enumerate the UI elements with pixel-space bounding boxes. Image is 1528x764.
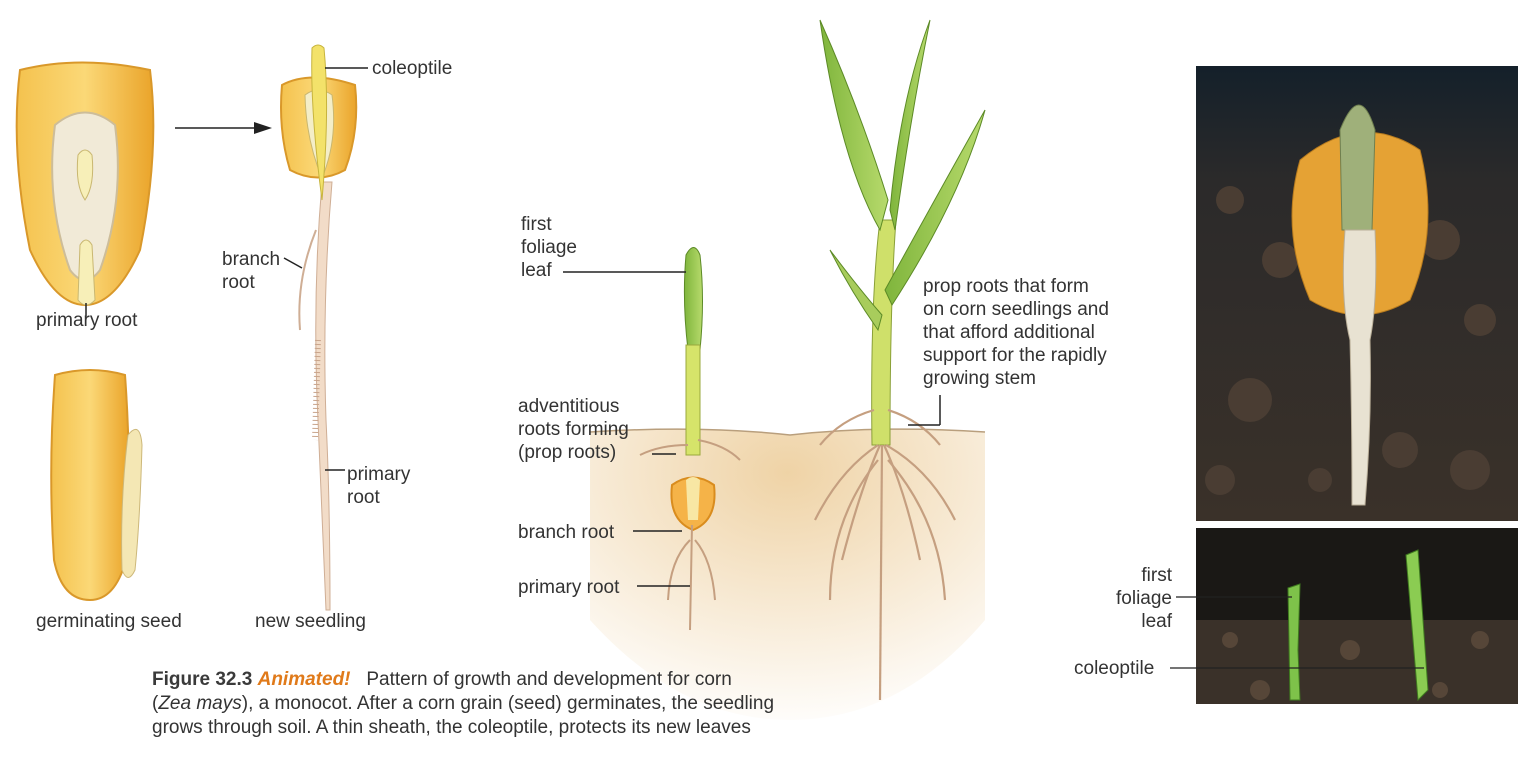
label-prop-roots: prop roots that form on corn seedlings a… xyxy=(923,275,1109,390)
caption-line-1: Pattern of growth and development for co… xyxy=(366,669,731,690)
caption-line-2: ), a monocot. After a corn grain (seed) … xyxy=(242,693,774,714)
label-branch-root: branch root xyxy=(222,248,280,294)
label-branch-root-2: branch root xyxy=(518,521,614,544)
label-first-foliage-leaf: first foliage leaf xyxy=(521,213,577,282)
label-coleoptile: coleoptile xyxy=(372,57,452,80)
photo-corn-seed-in-soil xyxy=(1196,66,1518,521)
label-photo-coleoptile: coleoptile xyxy=(1074,657,1154,680)
pointer-branch-root xyxy=(284,258,302,268)
label-new-seedling: new seedling xyxy=(255,610,366,633)
label-adventitious-roots: adventitious roots forming (prop roots) xyxy=(518,395,629,464)
kernel-cross-section xyxy=(17,63,154,306)
caption-line-3: grows through soil. A thin sheath, the c… xyxy=(152,717,751,738)
label-primary-root-seed: primary root xyxy=(36,309,137,332)
photo-corn-seedlings-emerging xyxy=(1196,528,1518,704)
label-primary-root-seedling: primary root xyxy=(347,463,410,509)
label-photo-first-foliage-leaf: first foliage leaf xyxy=(1100,564,1172,633)
figure-caption: Figure 32.3 Animated! Pattern of growth … xyxy=(152,668,792,740)
label-germinating-seed: germinating seed xyxy=(36,610,182,633)
new-seedling xyxy=(281,45,356,610)
germinating-seed-whole xyxy=(51,370,142,600)
species-name: Zea mays xyxy=(158,693,241,714)
figure-number: Figure 32.3 xyxy=(152,669,252,690)
animated-link[interactable]: Animated! xyxy=(258,669,351,690)
arrow-head xyxy=(254,122,272,134)
label-primary-root-2: primary root xyxy=(518,576,619,599)
